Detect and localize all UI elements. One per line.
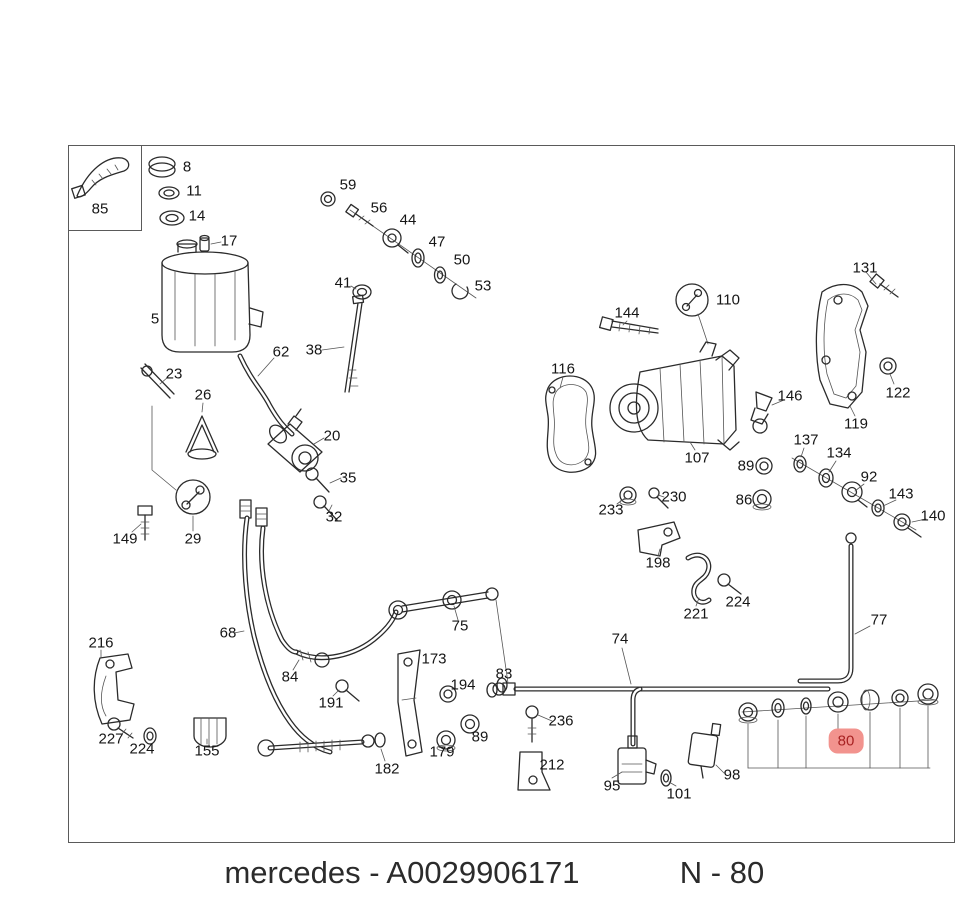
part-label-86[interactable]: 86 [735, 491, 753, 509]
part-label-101[interactable]: 101 [666, 785, 692, 803]
part-number-caption: mercedes - A0029906171 [224, 854, 580, 890]
part-label-47[interactable]: 47 [428, 233, 446, 251]
part-label-92[interactable]: 92 [860, 468, 878, 486]
part-label-95[interactable]: 95 [603, 777, 621, 795]
part-label-98[interactable]: 98 [723, 766, 741, 784]
part-label-137[interactable]: 137 [793, 431, 819, 449]
part-label-20[interactable]: 20 [323, 427, 341, 445]
part-label-11[interactable]: 11 [186, 182, 202, 200]
sheet-number-caption: N - 80 [679, 854, 765, 890]
part-label-107[interactable]: 107 [684, 449, 710, 467]
part-label-119[interactable]: 119 [844, 415, 868, 433]
part-label-173[interactable]: 173 [421, 650, 447, 668]
part-label-53[interactable]: 53 [474, 277, 492, 295]
part-label-44[interactable]: 44 [399, 211, 417, 229]
part-label-74[interactable]: 74 [611, 630, 629, 648]
part-label-149[interactable]: 149 [112, 530, 138, 548]
part-label-110[interactable]: 110 [716, 291, 740, 309]
part-label-143[interactable]: 143 [888, 485, 914, 503]
part-label-198[interactable]: 198 [645, 554, 671, 572]
part-label-50[interactable]: 50 [453, 251, 471, 269]
part-label-62[interactable]: 62 [272, 343, 290, 361]
part-label-84[interactable]: 84 [281, 668, 299, 686]
part-label-68[interactable]: 68 [219, 624, 237, 642]
part-label-144[interactable]: 144 [614, 304, 640, 322]
part-label-29[interactable]: 29 [184, 530, 202, 548]
part-label-224a[interactable]: 224 [725, 593, 751, 611]
part-label-146[interactable]: 146 [777, 387, 803, 405]
part-label-59[interactable]: 59 [339, 176, 357, 194]
part-label-233[interactable]: 233 [598, 501, 624, 519]
part-label-89b[interactable]: 89 [471, 728, 489, 746]
part-label-80[interactable]: 80 [828, 728, 864, 754]
part-label-5[interactable]: 5 [150, 310, 160, 328]
part-label-41[interactable]: 41 [334, 274, 352, 292]
part-label-224b[interactable]: 224 [129, 740, 155, 758]
part-label-179[interactable]: 179 [429, 743, 455, 761]
part-label-140[interactable]: 140 [920, 507, 946, 525]
part-label-131[interactable]: 131 [852, 259, 878, 277]
part-label-26[interactable]: 26 [194, 386, 212, 404]
part-label-236[interactable]: 236 [548, 712, 574, 730]
part-label-227[interactable]: 227 [98, 730, 124, 748]
part-label-155[interactable]: 155 [194, 742, 220, 760]
part-label-83[interactable]: 83 [495, 665, 513, 683]
part-label-35[interactable]: 35 [339, 469, 357, 487]
part-label-38[interactable]: 38 [305, 341, 323, 359]
part-label-134[interactable]: 134 [826, 444, 852, 462]
part-label-89a[interactable]: 89 [737, 457, 755, 475]
part-label-23[interactable]: 23 [165, 365, 183, 383]
part-label-32[interactable]: 32 [325, 508, 343, 526]
part-label-56[interactable]: 56 [370, 199, 388, 217]
part-label-221[interactable]: 221 [683, 605, 709, 623]
part-label-116[interactable]: 116 [551, 360, 575, 378]
part-label-212[interactable]: 212 [539, 756, 565, 774]
part-label-85[interactable]: 85 [91, 200, 109, 218]
part-label-75[interactable]: 75 [451, 617, 469, 635]
part-label-14[interactable]: 14 [188, 207, 206, 225]
footer-caption: mercedes - A0029906171 N - 80 [0, 845, 956, 900]
part-label-17[interactable]: 17 [220, 232, 238, 250]
part-label-182[interactable]: 182 [374, 760, 400, 778]
part-label-191[interactable]: 191 [318, 694, 344, 712]
part-label-216[interactable]: 216 [88, 634, 114, 652]
part-label-230[interactable]: 230 [661, 488, 687, 506]
part-label-77[interactable]: 77 [870, 611, 888, 629]
part-label-122[interactable]: 122 [885, 384, 911, 402]
part-label-194[interactable]: 194 [450, 676, 476, 694]
part-label-8[interactable]: 8 [182, 158, 192, 176]
